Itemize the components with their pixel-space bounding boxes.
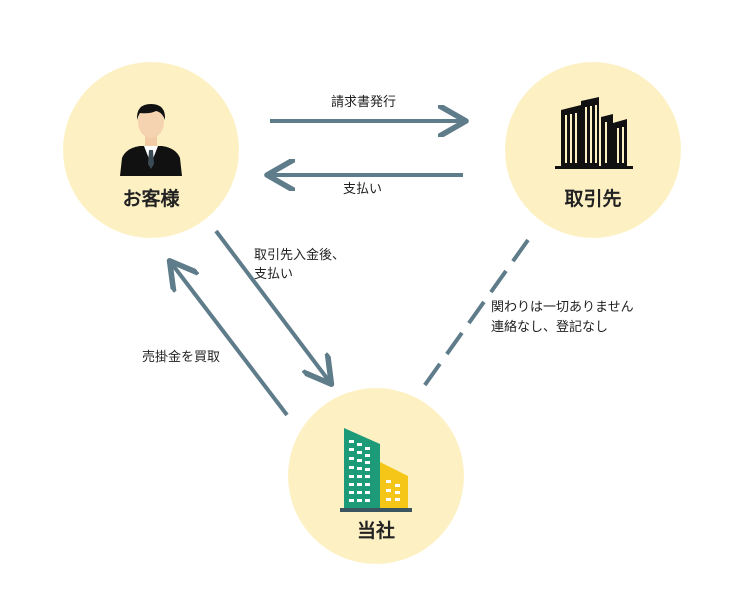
- no-relation-dashed-line: [420, 238, 530, 391]
- partner-label: 取引先: [564, 188, 622, 210]
- company-building-icon: [340, 428, 412, 512]
- company-payment-label-line-1: 取引先入金後、: [254, 248, 346, 263]
- no-relation-label-line-1: 関わりは一切ありません: [491, 300, 634, 315]
- invoice-label: 請求書発行: [331, 95, 397, 110]
- purchase-arrow: [172, 264, 289, 417]
- company-label: 当社: [356, 520, 396, 542]
- no-relation-label-line-2: 連絡なし、登記なし: [491, 320, 609, 335]
- customer-label: お客様: [122, 188, 180, 210]
- company-payment-arrow: [214, 229, 329, 381]
- person-icon: [118, 100, 184, 176]
- purchase-label: 売掛金を買取: [142, 350, 221, 365]
- payment-label: 支払い: [343, 182, 383, 197]
- company-payment-label-line-2: 支払い: [254, 267, 294, 282]
- office-building-icon: [555, 97, 633, 169]
